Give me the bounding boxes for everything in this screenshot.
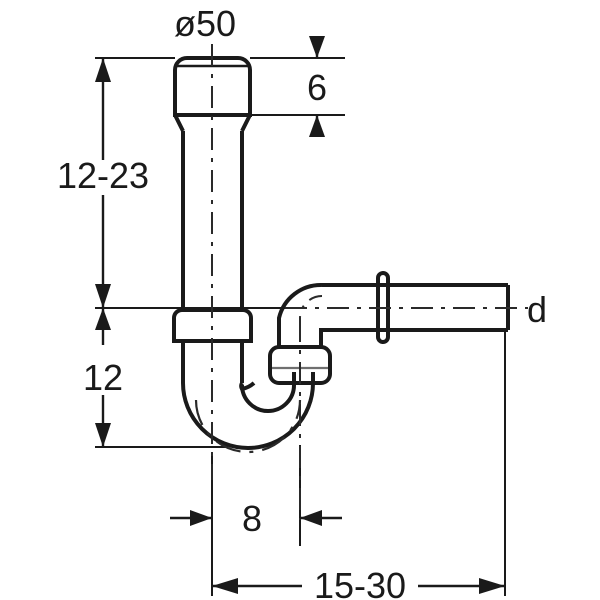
dimension-outlet-reach: 15-30 bbox=[212, 565, 505, 600]
arrow-down-12-23 bbox=[95, 284, 111, 308]
arrow-left-8 bbox=[300, 510, 322, 526]
dim-label-inlet-length: 12-23 bbox=[57, 155, 149, 196]
right-leg-union-nut bbox=[268, 345, 332, 385]
u-bend-outer-arc bbox=[181, 382, 315, 450]
dimension-socket-depth: 6 bbox=[307, 36, 327, 137]
dim-label-trap-depth: 12 bbox=[83, 357, 123, 398]
dimension-offset: 8 bbox=[170, 498, 342, 539]
dim-label-socket-depth: 6 bbox=[307, 67, 327, 108]
inlet-socket-taper bbox=[173, 114, 252, 132]
dim-label-diameter-top: ø50 bbox=[174, 3, 236, 44]
arrow-right-8 bbox=[190, 510, 212, 526]
arrow-down-12-bottom bbox=[95, 423, 111, 447]
dimension-inlet-length: 12-23 bbox=[57, 58, 149, 308]
siphon-body bbox=[172, 56, 510, 454]
arrow-down-12-top bbox=[95, 308, 111, 330]
arrow-left-15-30 bbox=[212, 578, 238, 594]
arrow-up-6 bbox=[309, 115, 325, 137]
elbow-outer-curve bbox=[277, 282, 323, 336]
elbow-hidden-bore bbox=[299, 295, 323, 336]
centre-lines bbox=[211, 44, 528, 520]
arrow-up-12-23 bbox=[95, 58, 111, 82]
arrow-right-15-30 bbox=[479, 578, 505, 594]
u-bend-inner-arc bbox=[240, 384, 296, 413]
left-leg-pipe bbox=[181, 341, 244, 383]
u-bend-hidden-inner-arc bbox=[194, 399, 302, 454]
arrow-down-6 bbox=[309, 36, 325, 58]
left-leg-union-nut bbox=[172, 308, 253, 343]
dim-label-offset: 8 bbox=[242, 498, 262, 539]
inlet-socket-collar bbox=[173, 56, 252, 117]
outlet-flange-lower bbox=[376, 330, 390, 345]
dimension-trap-depth: 12 bbox=[83, 308, 123, 447]
outlet-flange-upper bbox=[376, 270, 390, 285]
dim-label-outlet-diameter: d bbox=[527, 289, 547, 330]
dim-label-outlet-reach: 15-30 bbox=[314, 565, 406, 600]
